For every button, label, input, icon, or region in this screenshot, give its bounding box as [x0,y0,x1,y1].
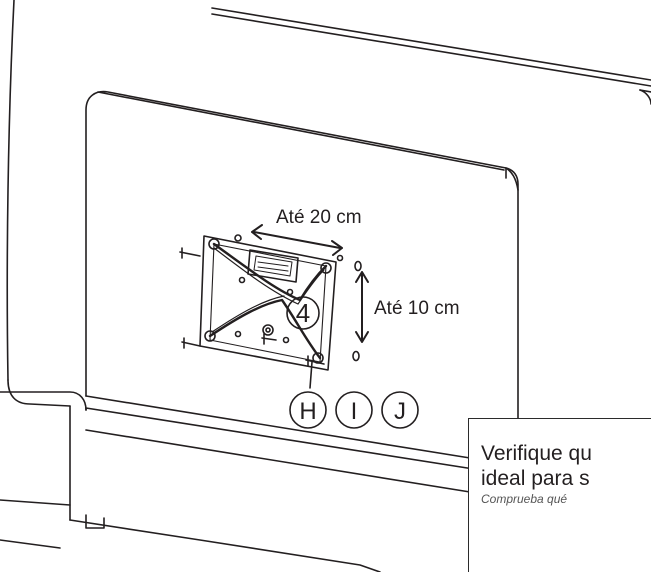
info-callout-box: Verifique qu ideal para s Comprueba qué [468,418,651,572]
step-number-label: 4 [296,298,310,328]
info-line-1: Verifique qu [481,442,592,465]
part-i-circle [335,391,373,429]
part-h-circle [289,391,327,429]
width-dimension-arrow [251,224,343,256]
part-j-circle [381,391,419,429]
part-i-label: I [351,398,358,425]
height-dimension-label: Até 10 cm [374,298,460,319]
display-panel [85,89,651,459]
mounting-screws [179,247,325,389]
part-j-label: J [394,398,406,425]
width-dimension-label: Até 20 cm [276,207,362,228]
vesa-mount-plate [199,234,362,371]
height-dimension-arrow [355,271,369,343]
step-number-circle [286,296,320,330]
info-line-2: ideal para s [481,467,590,490]
info-subline: Comprueba qué [481,492,568,506]
part-h-label: H [299,398,316,425]
